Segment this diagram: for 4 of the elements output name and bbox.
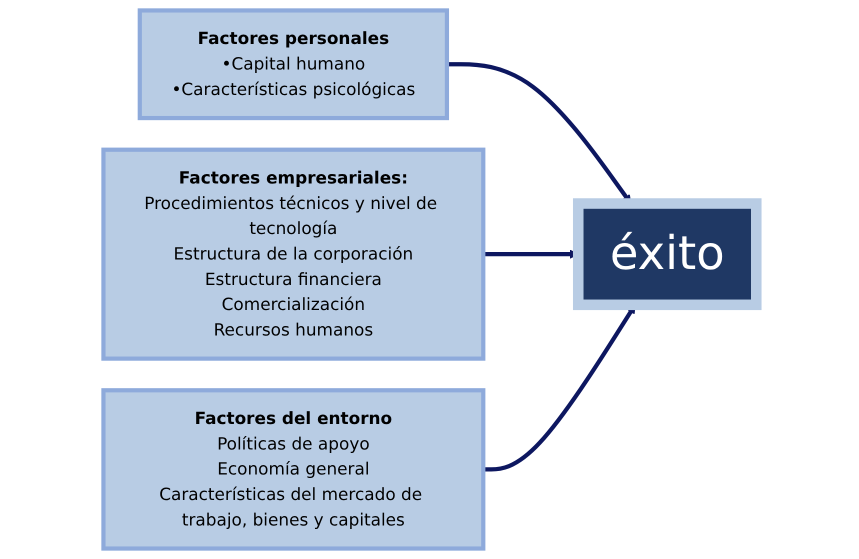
node-box: Factores empresariales: Procedimientos técnicos y nivel de tecnología Estructura de la corporación Estructura financiera Comercialización Recursos humanos	[100, 148, 486, 361]
node-box: Factores del entorno Políticas de apoyo Economía general Características del mercado de trabajo, bienes y capitales	[100, 388, 486, 551]
node-box: éxito	[572, 198, 762, 310]
node-box: Factores personales •Capital humano •Características psicológicas	[137, 8, 449, 120]
